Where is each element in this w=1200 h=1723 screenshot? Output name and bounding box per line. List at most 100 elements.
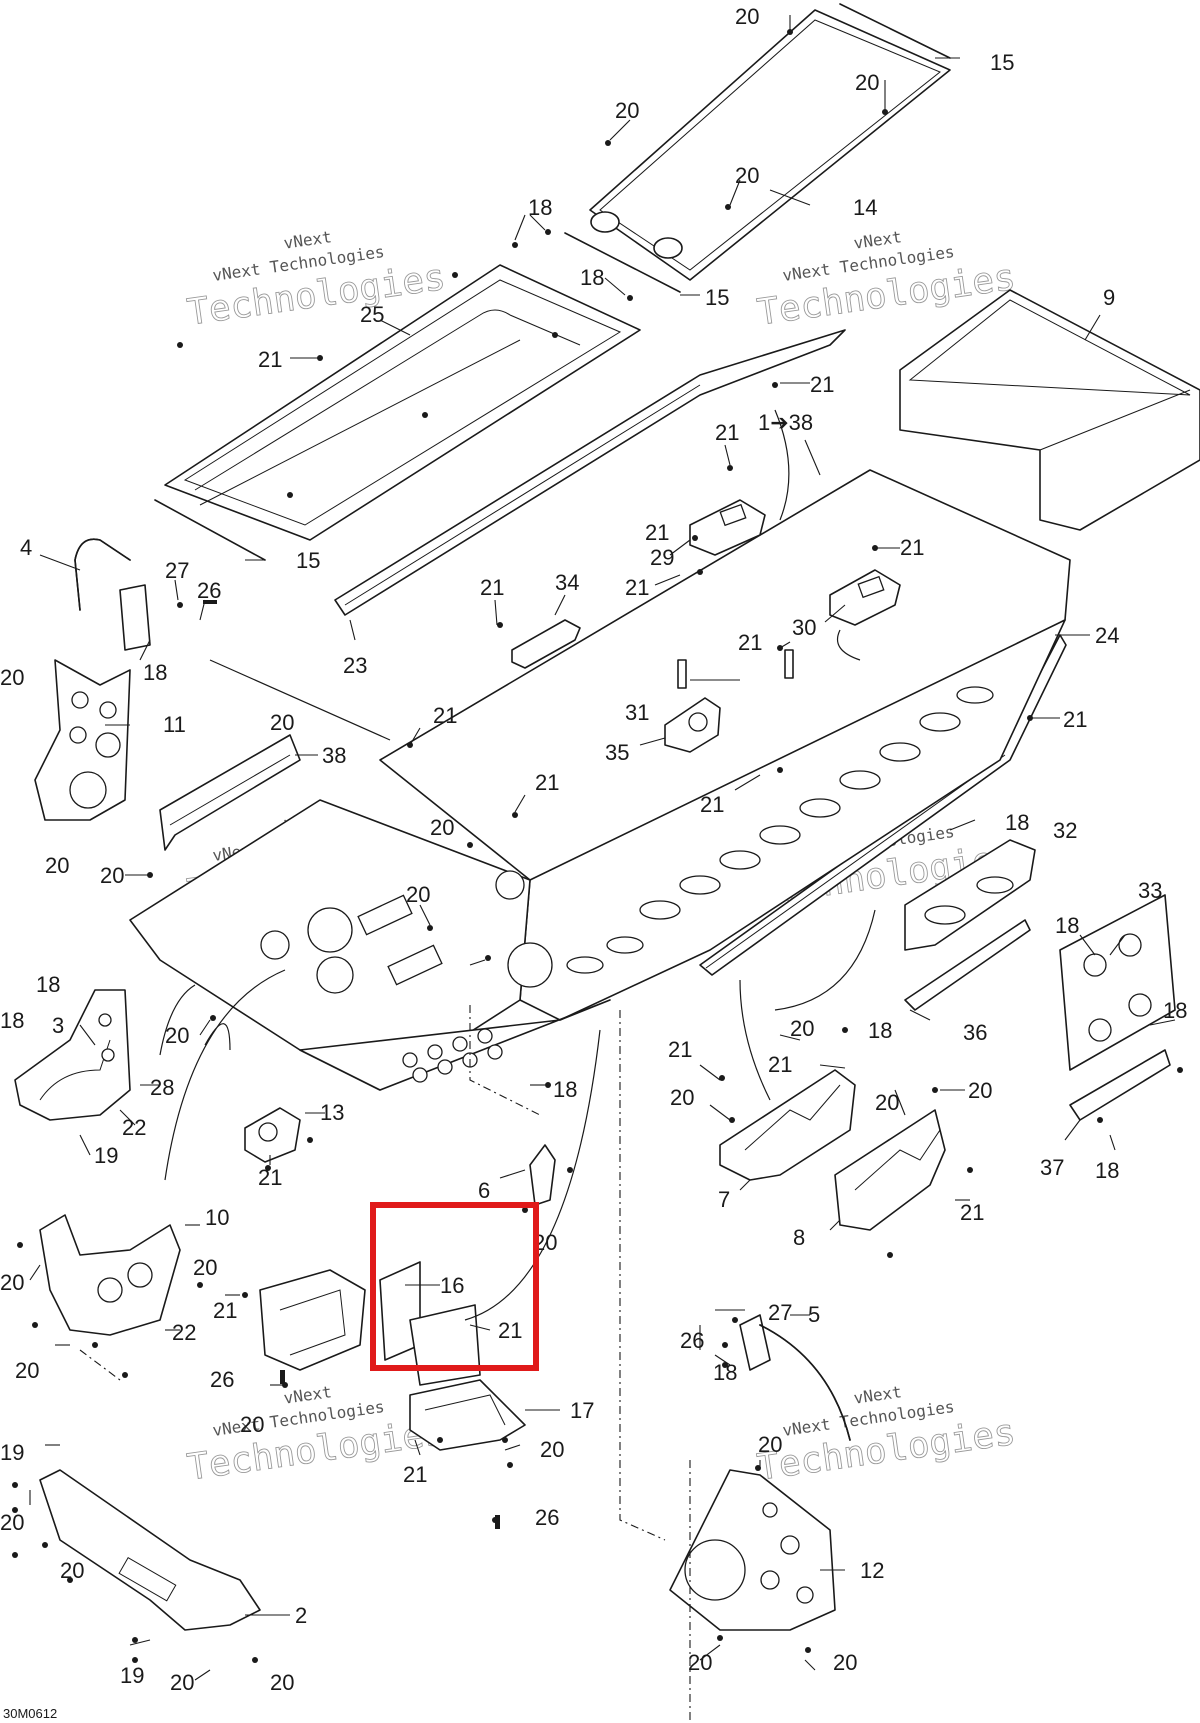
callout-label: 34 xyxy=(555,570,579,595)
callout-label: 21 xyxy=(900,535,924,560)
callout-label: 3 xyxy=(52,1013,64,1038)
callout-label: 12 xyxy=(860,1558,884,1583)
callout-label: 20 xyxy=(688,1650,712,1675)
part-35-bracket xyxy=(664,697,721,753)
highlight-box xyxy=(370,1202,539,1371)
chassis-tunnel xyxy=(129,469,1071,1091)
callout-label: 21 xyxy=(258,1165,282,1190)
watermark-top: vNext xyxy=(282,227,332,253)
callout-label: 30 xyxy=(792,615,816,640)
callout-label: 20 xyxy=(790,1016,814,1041)
callout-label: 20 xyxy=(15,1358,39,1383)
part-23-rail xyxy=(334,329,846,616)
part-31-studs xyxy=(677,649,794,689)
callout-label: 32 xyxy=(1053,818,1077,843)
callout-label: 18 xyxy=(1055,913,1079,938)
callout-label: 5 xyxy=(808,1302,820,1327)
callout-label: 33 xyxy=(1138,878,1162,903)
callout-label: 21 xyxy=(768,1052,792,1077)
callout-label: 18 xyxy=(1163,998,1187,1023)
callout-label: 36 xyxy=(963,1020,987,1045)
part-10-bracket xyxy=(39,1214,181,1336)
callout-label: 22 xyxy=(122,1115,146,1140)
callout-label: 21 xyxy=(403,1462,427,1487)
callout-label: 26 xyxy=(680,1328,704,1353)
callout-label: 21 xyxy=(213,1298,237,1323)
callout-label: 27 xyxy=(768,1300,792,1325)
callout-label: 23 xyxy=(343,653,367,678)
callout-label: 18 xyxy=(713,1360,737,1385)
part-25-tunnel-panel xyxy=(154,264,641,561)
part-33-plate xyxy=(1059,894,1176,1071)
part-7-bracket xyxy=(719,1069,856,1181)
part-12-bracket xyxy=(669,1469,836,1631)
callout-label: 15 xyxy=(990,50,1014,75)
part-4-grab-handle xyxy=(74,538,151,651)
part-30-bracket xyxy=(829,569,901,626)
part-16-17-footrest-brackets xyxy=(259,1261,526,1451)
callout-label: 18 xyxy=(0,1008,24,1033)
callout-label: 22 xyxy=(172,1320,196,1345)
callout-label: 13 xyxy=(320,1100,344,1125)
callout-label: 21 xyxy=(700,792,724,817)
part-36-angle xyxy=(904,919,1031,1011)
callout-label: 28 xyxy=(150,1075,174,1100)
callout-label: 26 xyxy=(197,578,221,603)
callout-label: 20 xyxy=(165,1023,189,1048)
callout-label: 18 xyxy=(143,660,167,685)
callout-label: 20 xyxy=(0,1510,24,1535)
callout-label: 18 xyxy=(1005,810,1029,835)
part-32-bracket xyxy=(904,839,1036,951)
callout-label: 21 xyxy=(433,703,457,728)
callout-label: 24 xyxy=(1095,623,1119,648)
callout-label: 20 xyxy=(100,863,124,888)
callout-label: 20 xyxy=(270,710,294,735)
callout-label: 20 xyxy=(193,1255,217,1280)
fasteners xyxy=(12,29,1183,1663)
callout-label: 20 xyxy=(855,70,879,95)
callout-label: 26 xyxy=(535,1505,559,1530)
callout-label: 18 xyxy=(553,1077,577,1102)
callout-label: 18 xyxy=(580,265,604,290)
callout-label: 20 xyxy=(735,163,759,188)
callout-label: 19 xyxy=(120,1663,144,1688)
callout-label: 4 xyxy=(20,535,32,560)
part-9-rear-cover xyxy=(899,289,1200,531)
callout-label: 20 xyxy=(45,853,69,878)
callout-label: 18 xyxy=(1095,1158,1119,1183)
assembly-flow-lines xyxy=(79,409,876,1720)
callout-label: 17 xyxy=(570,1398,594,1423)
callout-label: 9 xyxy=(1103,285,1115,310)
callout-label: 1➔38 xyxy=(758,410,813,435)
callout-label: 20 xyxy=(758,1432,782,1457)
callout-label: 15 xyxy=(296,548,320,573)
watermark-top: vNext xyxy=(852,1382,902,1408)
callout-label: 20 xyxy=(615,98,639,123)
part-37-angle xyxy=(1069,1049,1171,1121)
callout-label: 20 xyxy=(735,4,759,29)
callout-label: 35 xyxy=(605,740,629,765)
callout-label: 21 xyxy=(960,1200,984,1225)
callout-label: 14 xyxy=(853,195,877,220)
callout-label: 20 xyxy=(170,1670,194,1695)
callout-label: 20 xyxy=(430,815,454,840)
callout-label: 20 xyxy=(0,665,24,690)
callout-labels: 20 15 20 20 20 14 18 18 15 9 2 5 21 21 21… xyxy=(0,4,1187,1695)
callout-label: 19 xyxy=(0,1440,24,1465)
part-5-handle xyxy=(739,1314,851,1441)
callout-label: 19 xyxy=(94,1143,118,1168)
callout-label: 20 xyxy=(833,1650,857,1675)
callout-label: 10 xyxy=(205,1205,229,1230)
callout-label: 18 xyxy=(868,1018,892,1043)
callout-label: 15 xyxy=(705,285,729,310)
callout-label: 27 xyxy=(165,558,189,583)
callout-label: 20 xyxy=(240,1412,264,1437)
callout-label: 29 xyxy=(650,545,674,570)
part-13-bracket xyxy=(244,1107,301,1163)
part-6-bracket xyxy=(529,1144,556,1206)
callout-label: 26 xyxy=(210,1367,234,1392)
callout-label: 2 xyxy=(295,1603,307,1628)
part-29-bracket xyxy=(689,499,766,556)
drawing-code: 30M0612 xyxy=(3,1706,57,1721)
